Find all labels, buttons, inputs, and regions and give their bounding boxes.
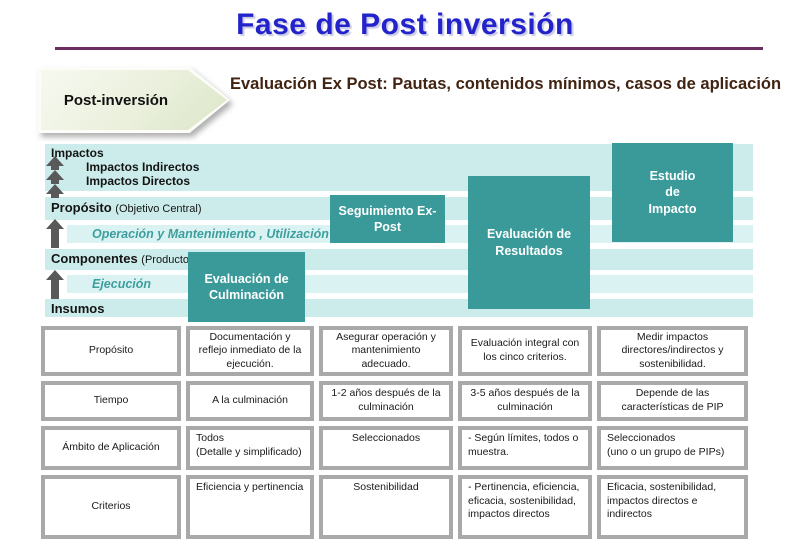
table-row-label: Criterios [41,475,181,539]
band-ejecucion [67,275,753,293]
band-insumos [45,299,753,317]
label-impactos-indirectos: Impactos Indirectos [86,160,200,174]
up-arrow-icon [45,219,65,248]
label-impactos-directos: Impactos Directos [86,174,191,188]
table-cell: Todos (Detalle y simplificado) [186,426,314,470]
label-proposito-paren: (Objetivo Central) [115,203,202,215]
eval-box-estudio-impacto: Estudio de Impacto [612,143,733,242]
table-cell: Sostenibilidad [319,475,453,539]
table-row-label: Propósito [41,326,181,376]
table-cell: Seleccionados [319,426,453,470]
table-cell: Eficacia, sostenibilidad, impactos direc… [597,475,748,539]
table-cell: Documentación y reflejo inmediato de la … [186,326,314,376]
table-cell: 3-5 años después de la culminación [458,381,592,421]
slide-subtitle: Evaluación Ex Post: Pautas, contenidos m… [230,75,782,93]
table-cell: 1-2 años después de la culminación [319,381,453,421]
table-cell: - Pertinencia, eficiencia, eficacia, sos… [458,475,592,539]
comparison-table: Propósito Documentación y reflejo inmedi… [41,326,748,539]
table-cell: A la culminación [186,381,314,421]
up-arrow-icon [45,270,65,299]
label-impactos: Impactos [51,146,104,160]
eval-box-seguimiento-ex-post: Seguimiento Ex-Post [330,195,445,243]
slide-title: Fase de Post inversión [236,8,574,41]
eval-box-resultados: Evaluación de Resultados [468,176,590,309]
table-cell: Medir impactos directores/indirectos y s… [597,326,748,376]
table-cell: Depende de las características de PIP [597,381,748,421]
label-operacion-mantenimiento: Operación y Mantenimiento , Utilización [92,227,329,241]
table-cell: Asegurar operación y mantenimiento adecu… [319,326,453,376]
eval-box-culminacion: Evaluación de Culminación [188,252,305,322]
table-cell: Seleccionados (uno o un grupo de PIPs) [597,426,748,470]
label-proposito: Propósito (Objetivo Central) [51,200,202,215]
up-arrow-icon [45,184,65,198]
table-row-label: Ámbito de Aplicación [41,426,181,470]
up-arrow-icon [45,170,65,184]
label-componentes-main: Componentes [51,251,138,266]
phase-arrow-label: Post-inversión [63,91,169,109]
label-componentes-paren: (Productos) [141,254,199,266]
table-cell: Eficiencia y pertinencia [186,475,314,539]
label-componentes: Componentes (Productos) [51,251,198,266]
table-cell: Evaluación integral con los cinco criter… [458,326,592,376]
table-row-label: Tiempo [41,381,181,421]
up-arrow-icon [45,156,65,170]
label-proposito-main: Propósito [51,200,112,215]
label-ejecucion: Ejecución [92,277,152,291]
title-underline [55,47,763,50]
phase-arrow: Post-inversión [38,67,230,133]
phase-arrow-fill [41,70,227,130]
label-insumos: Insumos [51,301,105,316]
table-cell: - Según límites, todos o muestra. [458,426,592,470]
